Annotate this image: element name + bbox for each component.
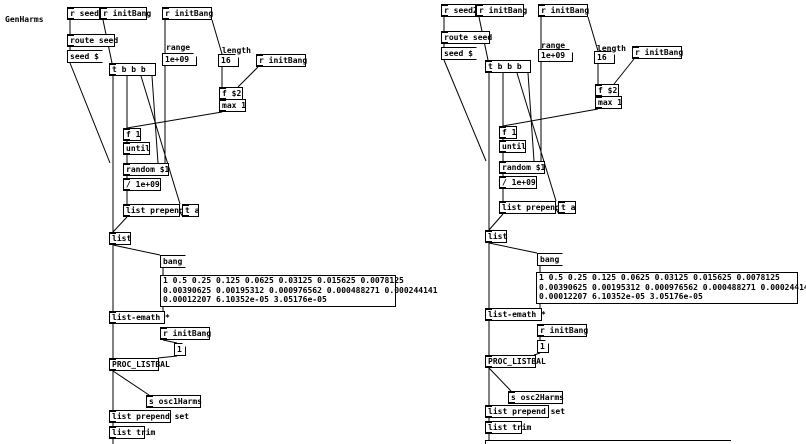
patch-cord[interactable] bbox=[112, 370, 150, 396]
patch-cord[interactable] bbox=[502, 108, 599, 127]
list-prepend-set-object[interactable]: list prepend set bbox=[109, 410, 189, 423]
scale-number-box[interactable]: 1 bbox=[174, 343, 186, 356]
patch-cord[interactable] bbox=[151, 75, 159, 164]
range-label: range bbox=[541, 41, 566, 50]
output-message-box[interactable] bbox=[485, 440, 731, 444]
max-1-object[interactable]: max 1 bbox=[595, 96, 622, 109]
divide-object[interactable]: / 1e+09 bbox=[123, 178, 161, 191]
length-number-box[interactable]: 16 bbox=[594, 51, 615, 64]
harmonics-line-1: 1 0.5 0.25 0.125 0.0625 0.03125 0.015625… bbox=[539, 273, 780, 282]
harmonics-list-message[interactable]: 1 0.5 0.25 0.125 0.0625 0.03125 0.015625… bbox=[536, 272, 806, 304]
harmonics-line-2: 0.00390625 0.00195312 0.000976562 0.0004… bbox=[163, 285, 438, 295]
divide-object[interactable]: / 1e+09 bbox=[499, 176, 537, 189]
bang-message[interactable]: bang bbox=[160, 255, 186, 268]
patch-cord[interactable] bbox=[112, 216, 128, 233]
random-object[interactable]: random $1 bbox=[499, 161, 545, 174]
trigger-a-object[interactable]: t a bbox=[558, 201, 576, 214]
harmonics-line-3: 0.00012207 6.10352e-05 3.05176e-05 bbox=[163, 295, 327, 304]
patch-cord[interactable] bbox=[140, 75, 181, 205]
patch-cord[interactable] bbox=[488, 213, 504, 231]
list-object[interactable]: list bbox=[109, 232, 131, 245]
receive-initbang-length-object[interactable]: r initBang bbox=[632, 46, 683, 59]
until-object[interactable]: until bbox=[123, 142, 150, 155]
patch-title: GenHarms bbox=[5, 15, 44, 24]
range-label: range bbox=[166, 43, 191, 52]
harmonics-list-message[interactable]: 1 0.5 0.25 0.125 0.0625 0.03125 0.015625… bbox=[160, 275, 438, 307]
list-prepend-set-object[interactable]: list prepend set bbox=[485, 405, 565, 418]
trigger-bbb-object[interactable]: t b b b bbox=[485, 60, 531, 73]
send-osc-harms-object[interactable]: s osc2Harms bbox=[508, 391, 564, 404]
scale-number-box[interactable]: 1 bbox=[537, 340, 549, 353]
patch-cord[interactable] bbox=[527, 72, 535, 162]
send-osc-harms-object[interactable]: s osc1Harms bbox=[146, 395, 202, 408]
patch-cord[interactable] bbox=[516, 72, 557, 202]
list-trim-object[interactable]: list trim bbox=[109, 426, 155, 439]
list-emath-object[interactable]: list-emath * bbox=[109, 311, 170, 324]
receive-initbang-range-object[interactable]: r initBang bbox=[162, 7, 213, 20]
trigger-bbb-object[interactable]: t b b b bbox=[109, 63, 156, 76]
receive-initbang-length-object[interactable]: r initBang bbox=[256, 54, 307, 67]
seed-message[interactable]: seed $1 bbox=[67, 50, 103, 63]
list-prepend-object[interactable]: list prepend bbox=[499, 201, 560, 214]
length-label: length bbox=[222, 46, 251, 55]
seed-message[interactable]: seed $1 bbox=[441, 47, 477, 60]
receive-initbang-object[interactable]: r initBang bbox=[476, 4, 527, 17]
patch-cord[interactable] bbox=[211, 19, 223, 55]
receive-initbang-range-object[interactable]: r initBang bbox=[538, 4, 589, 17]
receive-seed-object[interactable]: r seed2 bbox=[441, 4, 478, 17]
list-trim-object[interactable]: list trim bbox=[485, 421, 531, 434]
proc-listbal-object[interactable]: PROC_LISTBAL bbox=[485, 355, 546, 368]
list-object[interactable]: list bbox=[485, 230, 507, 243]
proc-listbal-object[interactable]: PROC_LISTBAL bbox=[109, 358, 170, 371]
length-number-box[interactable]: 16 bbox=[218, 54, 239, 67]
patch-cord[interactable] bbox=[613, 58, 635, 85]
patch-cord[interactable] bbox=[157, 355, 178, 359]
receive-seed-object[interactable]: r seed1 bbox=[67, 7, 104, 20]
receive-initbang-scale-object[interactable]: r initBang bbox=[160, 327, 211, 340]
patch-cord[interactable] bbox=[112, 244, 161, 256]
receive-initbang-object[interactable]: r initBang bbox=[100, 7, 151, 20]
patch-cord[interactable] bbox=[587, 16, 599, 52]
random-object[interactable]: random $1 bbox=[123, 163, 169, 176]
trigger-a-object[interactable]: t a bbox=[182, 204, 199, 217]
patch-cord[interactable] bbox=[237, 66, 259, 88]
float-1-object[interactable]: f 1 bbox=[123, 128, 141, 141]
until-object[interactable]: until bbox=[499, 140, 526, 153]
harmonics-line-1: 1 0.5 0.25 0.125 0.0625 0.03125 0.015625… bbox=[163, 276, 404, 285]
max-1-object[interactable]: max 1 bbox=[219, 99, 246, 112]
harmonics-line-3: 0.00012207 6.10352e-05 3.05176e-05 bbox=[539, 292, 703, 301]
route-seed-object[interactable]: route seed bbox=[67, 34, 118, 47]
length-label: length bbox=[597, 44, 626, 53]
receive-initbang-scale-object[interactable]: r initBang bbox=[537, 324, 588, 337]
patch-cord[interactable] bbox=[69, 62, 111, 164]
route-seed-object[interactable]: route seed bbox=[441, 31, 492, 44]
range-number-box[interactable]: 1e+09 bbox=[538, 49, 573, 62]
list-prepend-object[interactable]: list prepend bbox=[123, 204, 184, 217]
float-1-object[interactable]: f 1 bbox=[499, 126, 517, 139]
harmonics-line-2: 0.00390625 0.00195312 0.000976562 0.0004… bbox=[539, 282, 806, 292]
patch-cord[interactable] bbox=[126, 111, 223, 129]
list-emath-object[interactable]: list-emath * bbox=[485, 308, 546, 321]
patch-cord[interactable] bbox=[488, 242, 538, 254]
patch-cord[interactable] bbox=[162, 339, 178, 344]
patch-cord[interactable] bbox=[533, 352, 541, 356]
range-number-box[interactable]: 1e+09 bbox=[162, 53, 197, 66]
bang-message[interactable]: bang bbox=[537, 253, 563, 266]
patch-cord[interactable] bbox=[488, 367, 512, 392]
patch-cord[interactable] bbox=[443, 59, 487, 162]
